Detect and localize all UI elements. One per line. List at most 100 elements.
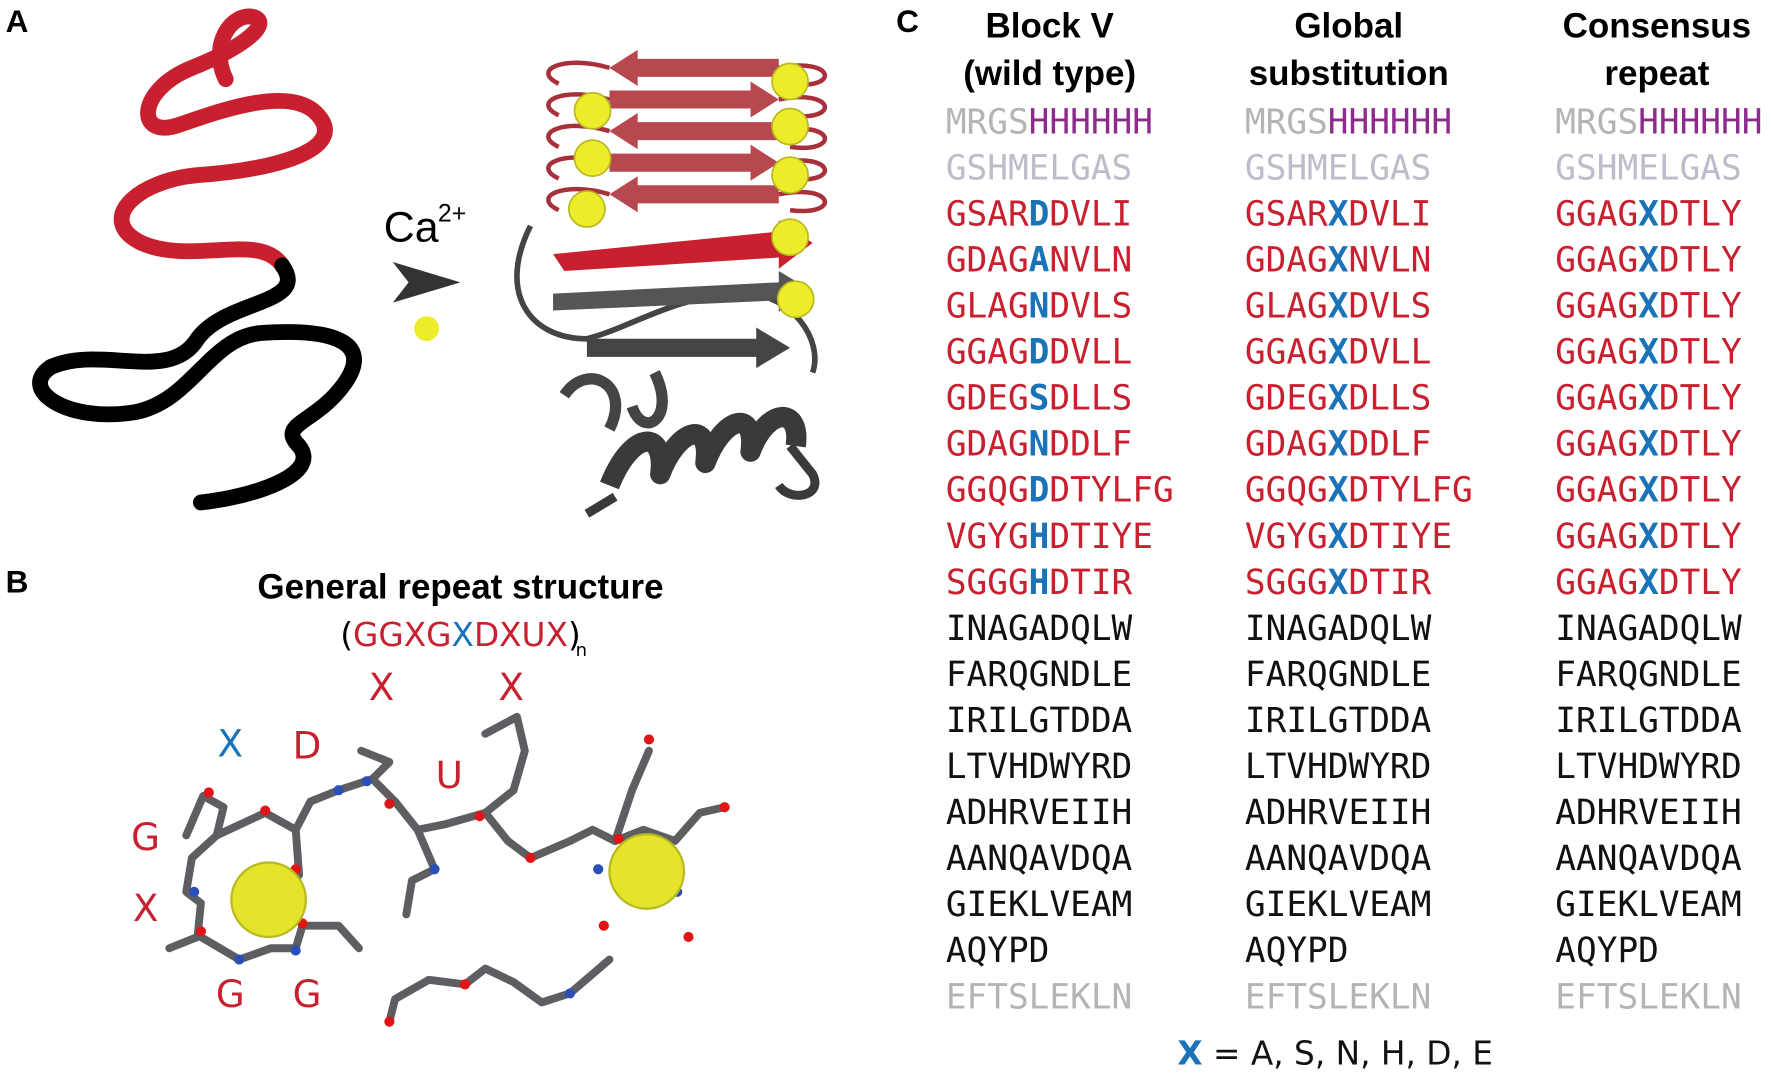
residue-label: D (293, 724, 322, 768)
sequence-row: INAGADQLW (1245, 609, 1432, 649)
sequence-segment: GSAR (946, 194, 1029, 234)
sequence-column: GlobalsubstitutionMRGSHHHHHHGSHMELGASGSA… (1245, 6, 1473, 1017)
sequence-segment: X (1328, 425, 1349, 465)
sequence-segment: AANQAVDQA (1555, 839, 1742, 879)
motif-segment: X (452, 616, 474, 654)
beta-strand (609, 144, 779, 181)
sequence-segment: GSHMELGAS (1245, 148, 1431, 188)
residue-label: G (131, 815, 160, 859)
sequence-segment: INAGADQLW (946, 609, 1133, 649)
sequence-row: ADHRVEIIH (1555, 793, 1741, 833)
sequence-row: GSARXDVLI (1245, 194, 1431, 234)
repeat-motif: (GGXGXDXUX) (340, 616, 580, 654)
sequence-row: SGGGXDTIR (1245, 563, 1432, 603)
sequence-segment: IRILGTDDA (1245, 701, 1432, 741)
motif-segment: ) (568, 616, 581, 654)
sequence-segment: DVLI (1348, 194, 1431, 234)
sequence-segment: GDAG (1245, 425, 1328, 465)
sequence-segment: GGAG (1555, 471, 1638, 511)
sequence-segment: DTIYE (1049, 517, 1153, 557)
beta-strand (609, 176, 779, 213)
sequence-segment: GDAG (946, 425, 1029, 465)
sequence-segment: X (1638, 517, 1659, 557)
sequence-segment: DTLY (1659, 194, 1742, 234)
sequence-segment: INAGADQLW (1245, 609, 1432, 649)
sequence-row: GDAGNDDLF (946, 425, 1132, 465)
sequence-segment: DTLY (1659, 425, 1742, 465)
sequence-segment: SGGG (946, 563, 1029, 603)
sequence-column: ConsensusrepeatMRGSHHHHHHGSHMELGASGGAGXD… (1555, 6, 1762, 1017)
sequence-segment: DVLL (1049, 333, 1132, 373)
panel-b-label: B (6, 564, 29, 600)
sequence-segment: GDAG (946, 241, 1029, 281)
sequence-row: IRILGTDDA (1245, 701, 1432, 741)
sequence-row: GDAGXDDLF (1245, 425, 1431, 465)
sequence-segment: D (1029, 471, 1050, 511)
beta-strand (609, 81, 779, 118)
sequence-row: EFTSLEKLN (1245, 977, 1431, 1017)
sequence-segment: X (1328, 194, 1349, 234)
sequence-segment: INAGADQLW (1555, 609, 1742, 649)
beta-strand (609, 113, 779, 150)
sequence-segment: DTLY (1659, 287, 1742, 327)
sequence-segment: GGAG (1555, 425, 1638, 465)
sequence-segment: DTIR (1049, 563, 1132, 603)
sequence-segment: DTYLFG (1348, 471, 1472, 511)
sequence-segment: FARQGNDLE (1555, 655, 1741, 695)
sequence-segment: AANQAVDQA (1245, 839, 1432, 879)
sequence-segment: FARQGNDLE (946, 655, 1132, 695)
sequence-row: GSARDDVLI (946, 194, 1132, 234)
sequence-row: VGYGHDTIYE (946, 517, 1153, 557)
sequence-row: AANQAVDQA (946, 839, 1133, 879)
sequence-segment: FARQGNDLE (1245, 655, 1431, 695)
sequence-row: GSHMELGAS (1555, 148, 1741, 188)
panel-c-label: C (896, 3, 919, 39)
sequence-segment: LTVHDWYRD (1555, 747, 1741, 787)
arrow-icon (392, 262, 461, 303)
sequence-segment: GGQG (946, 471, 1029, 511)
sequence-row: FARQGNDLE (1555, 655, 1741, 695)
beta-strand (609, 49, 779, 86)
sequence-row: INAGADQLW (1555, 609, 1742, 649)
sequence-segment: GIEKLVEAM (1245, 885, 1431, 925)
folded-protein-structure (514, 49, 827, 518)
sequence-row: GGQGXDTYLFG (1245, 471, 1473, 511)
sequence-column: Block V(wild type)MRGSHHHHHHGSHMELGASGSA… (946, 6, 1174, 1017)
calcium-ion-icon (771, 62, 809, 101)
sequence-segment: GGAG (1555, 379, 1638, 419)
sequence-segment: DLLS (1049, 379, 1132, 419)
sequence-row: GGAGXDTLY (1555, 563, 1742, 603)
sequence-segment: HHHHHH (1638, 102, 1762, 142)
sequence-segment: DTLY (1659, 563, 1742, 603)
residue-label: X (369, 665, 395, 709)
sequence-segment: DTIYE (1348, 517, 1452, 557)
residue-label: X (217, 721, 243, 765)
sequence-segment: GDAG (1245, 241, 1328, 281)
sequence-segment: D (1029, 194, 1050, 234)
calcium-ion-icon (776, 280, 815, 319)
sequence-segment: AQYPD (1245, 931, 1349, 971)
sequence-segment: GGAG (946, 333, 1029, 373)
sequence-row: GLAGNDVLS (946, 287, 1132, 327)
calcium-ion-icon (230, 861, 307, 939)
sequence-segment: MRGS (946, 102, 1029, 142)
sequence-row: GGAGXDTLY (1555, 379, 1742, 419)
repeat-motif-subscript: n (576, 640, 587, 661)
sequence-row: AQYPD (946, 931, 1050, 971)
sequence-row: GGAGDDVLL (946, 333, 1132, 373)
column-header: Block V (986, 6, 1115, 45)
sequence-row: GLAGXDVLS (1245, 287, 1431, 327)
sequence-segment: HHHHHH (1029, 102, 1153, 142)
calcium-ion-icon (771, 156, 809, 195)
sequence-segment: X (1328, 333, 1349, 373)
legend-symbol: X (1177, 1035, 1202, 1073)
sequence-row: AANQAVDQA (1555, 839, 1742, 879)
sequence-segment: X (1638, 379, 1659, 419)
motif-segment: GGXG (353, 616, 451, 654)
sequence-segment: X (1638, 471, 1659, 511)
sequence-segment: GLAG (946, 287, 1029, 327)
sequence-segment: IRILGTDDA (1555, 701, 1742, 741)
calcium-ion-icon (567, 190, 606, 228)
sequence-segment: HHHHHH (1328, 102, 1452, 142)
